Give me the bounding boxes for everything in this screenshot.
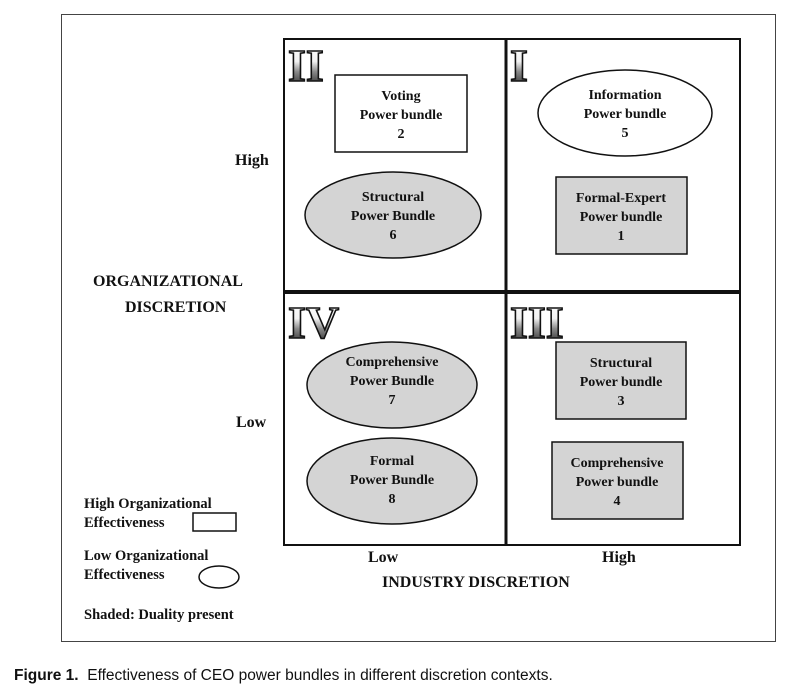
- voting-bundle-type: Power bundle: [360, 108, 443, 123]
- legend-rectangle-swatch: [192, 512, 237, 532]
- legend-ellipse-label-line-1: Low Organizational: [84, 548, 208, 564]
- structural-bundle-6-number: 6: [390, 228, 397, 243]
- formal-expert-power-bundle-box: [555, 176, 688, 255]
- quadrant-numeral-iv: IV: [288, 297, 339, 348]
- legend-rect-label-line-1: High Organizational: [84, 496, 212, 512]
- structural-bundle-6-type: Power Bundle: [351, 209, 435, 224]
- comprehensive-bundle-4-type: Power bundle: [576, 475, 659, 490]
- formal-power-bundle-ellipse: [306, 437, 478, 525]
- comprehensive-bundle-4-number: 4: [614, 494, 621, 509]
- quadrant-numeral-i: I: [510, 40, 528, 91]
- formal-bundle-name: Formal: [370, 454, 414, 469]
- structural-bundle-3-number: 3: [618, 394, 625, 409]
- x-axis-low-label: Low: [368, 549, 399, 566]
- figure-caption: Figure 1. Effectiveness of CEO power bun…: [14, 667, 553, 685]
- figure-caption-label: Figure 1.: [14, 667, 79, 684]
- voting-bundle-name: Voting: [381, 89, 420, 104]
- information-power-bundle-ellipse: [537, 69, 713, 157]
- y-axis-title-line-2: DISCRETION: [125, 299, 227, 316]
- information-bundle-type: Power bundle: [584, 107, 667, 122]
- structural-bundle-3-type: Power bundle: [580, 375, 663, 390]
- comprehensive-bundle-4-name: Comprehensive: [570, 456, 663, 471]
- voting-power-bundle-box: [334, 74, 468, 153]
- structural-power-bundle-box: [555, 341, 687, 420]
- structural-bundle-6-name: Structural: [362, 190, 424, 205]
- comprehensive-bundle-7-type: Power Bundle: [350, 374, 434, 389]
- comprehensive-bundle-7-name: Comprehensive: [345, 355, 438, 370]
- x-axis-high-label: High: [602, 549, 636, 566]
- y-axis-low-label: Low: [236, 414, 267, 431]
- structural-power-bundle-ellipse: [304, 171, 482, 259]
- comprehensive-power-bundle-box: [551, 441, 684, 520]
- structural-bundle-3-name: Structural: [590, 356, 652, 371]
- information-bundle-number: 5: [622, 126, 629, 141]
- power-bundle-diagram: II I IV III Voting Power bundle 2 Struct…: [84, 38, 741, 623]
- figure-caption-text: Effectiveness of CEO power bundles in di…: [87, 667, 553, 684]
- figure-frame: II I IV III Voting Power bundle 2 Struct…: [61, 14, 776, 642]
- x-axis-title: INDUSTRY DISCRETION: [382, 574, 570, 591]
- y-axis-high-label: High: [235, 152, 269, 169]
- quadrant-numeral-ii: II: [288, 40, 324, 91]
- voting-bundle-number: 2: [398, 127, 405, 142]
- legend-ellipse-label-line-2: Effectiveness: [84, 567, 165, 583]
- formal-bundle-type: Power Bundle: [350, 473, 434, 488]
- legend-rect-label-line-2: Effectiveness: [84, 515, 165, 531]
- y-axis-title-line-1: ORGANIZATIONAL: [93, 273, 243, 290]
- information-bundle-name: Information: [588, 88, 661, 103]
- legend-shaded-note: Shaded: Duality present: [84, 607, 234, 623]
- formal-expert-bundle-name: Formal-Expert: [576, 191, 667, 206]
- comprehensive-power-bundle-ellipse: [306, 341, 478, 429]
- formal-expert-bundle-type: Power bundle: [580, 210, 663, 225]
- legend-ellipse-swatch: [198, 565, 240, 589]
- formal-expert-bundle-number: 1: [618, 229, 625, 244]
- comprehensive-bundle-7-number: 7: [389, 393, 396, 408]
- quadrant-numeral-iii: III: [510, 297, 564, 348]
- formal-bundle-number: 8: [389, 492, 396, 507]
